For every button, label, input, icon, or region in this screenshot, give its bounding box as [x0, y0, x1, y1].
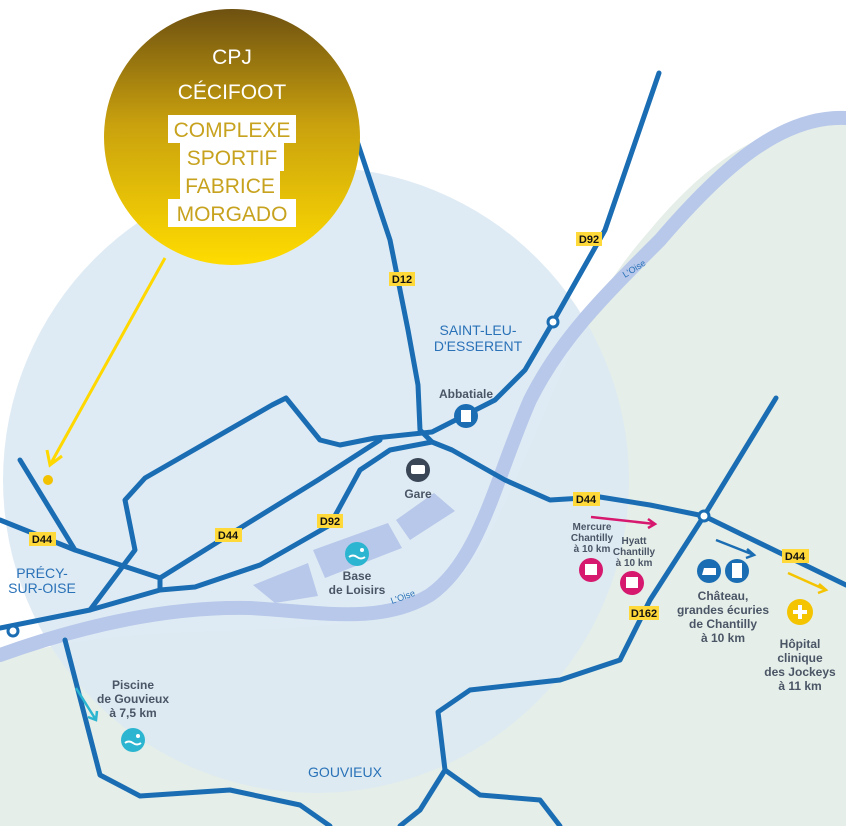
poi-piscine-2: de Gouvieux — [97, 692, 169, 706]
poi-chateau-4: à 10 km — [701, 631, 745, 645]
poi-abbatiale-label: Abbatiale — [439, 387, 493, 401]
poi-chateau-3: de Chantilly — [689, 617, 757, 631]
hotel-icon[interactable] — [620, 571, 644, 595]
poi-piscine-3: à 7,5 km — [109, 706, 156, 720]
place-saint-leu-1: SAINT-LEU- — [439, 322, 516, 338]
arrow-icon — [787, 571, 829, 595]
road-label-d44-mid: D44 — [218, 530, 239, 542]
river-oise — [0, 110, 846, 662]
castle-icon[interactable] — [725, 559, 749, 583]
horse-icon[interactable] — [697, 559, 721, 583]
train-icon[interactable] — [406, 458, 430, 482]
place-precy-2: SUR-OISE — [8, 580, 76, 596]
poi-chateau-2: grandes écuries — [677, 603, 769, 617]
badge-line-1: CPJ — [212, 46, 252, 69]
pointer-arrow — [45, 257, 167, 468]
road-label-d44-far: D44 — [785, 551, 806, 563]
hospital-icon[interactable] — [787, 599, 813, 625]
swimming-icon[interactable] — [121, 728, 145, 752]
road-label-d44-right: D44 — [576, 494, 597, 506]
place-precy-1: PRÉCY- — [16, 565, 68, 581]
poi-hopital-2: clinique — [777, 651, 823, 665]
poi-base-label-1: Base — [343, 569, 372, 583]
badge-box-3: FABRICE — [185, 175, 275, 198]
swimming-icon[interactable] — [345, 542, 369, 566]
poi-hopital-3: des Jockeys — [764, 665, 836, 679]
poi-piscine-1: Piscine — [112, 678, 154, 692]
place-gouvieux: GOUVIEUX — [308, 764, 383, 780]
badge-box-1: COMPLEXE — [174, 119, 291, 142]
venue-badge[interactable]: CPJ CÉCIFOOT COMPLEXE SPORTIF FABRICE MO… — [104, 9, 360, 265]
badge-line-2: CÉCIFOOT — [178, 81, 287, 104]
road-label-d12: D12 — [392, 274, 412, 286]
poi-chateau-1: Château, — [698, 589, 749, 603]
poi-gare-label: Gare — [404, 487, 432, 501]
arrow-icon — [715, 538, 757, 560]
poi-base-label-2: de Loisirs — [329, 583, 386, 597]
poi-hopital-1: Hôpital — [780, 637, 821, 651]
road-label-d92-top: D92 — [579, 234, 599, 246]
poi-mercure-1: Mercure — [573, 522, 612, 533]
poi-mercure-3: à 10 km — [574, 544, 611, 555]
road-label-d162: D162 — [631, 608, 657, 620]
poi-hopital-4: à 11 km — [778, 679, 821, 693]
road-label-d44-left: D44 — [32, 534, 53, 546]
roads — [0, 70, 846, 826]
arrow-icon — [590, 515, 658, 530]
road-labels: D12 D92 D92 D44 D44 D44 D44 D162 — [29, 232, 809, 620]
poi-hyatt-2: Chantilly — [613, 547, 656, 558]
poi-mercure-2: Chantilly — [571, 533, 614, 544]
hotel-icon[interactable] — [579, 558, 603, 582]
church-icon[interactable] — [454, 404, 478, 428]
poi-hyatt-3: à 10 km — [616, 558, 653, 569]
road-label-d92: D92 — [320, 516, 340, 528]
venue-marker[interactable] — [43, 475, 53, 485]
badge-box-4: MORGADO — [177, 203, 288, 226]
arrow-icon — [74, 687, 99, 722]
badge-box-2: SPORTIF — [187, 147, 278, 170]
poi-hyatt-1: Hyatt — [621, 536, 647, 547]
place-saint-leu-2: D'ESSERENT — [434, 338, 523, 354]
